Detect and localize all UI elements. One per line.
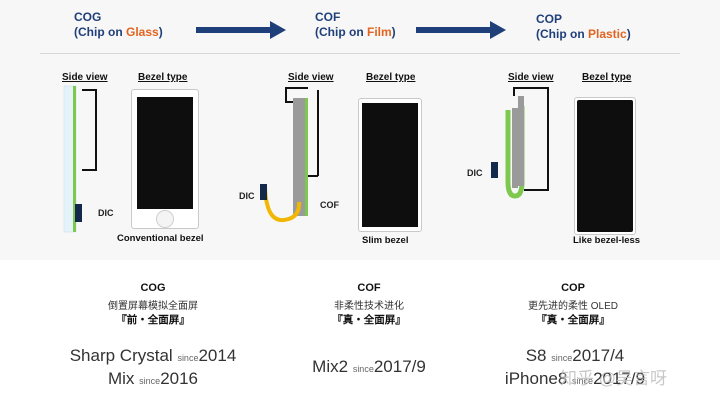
cog-highlight: Glass — [125, 25, 159, 39]
phone-model-line: Mix2 since2017/9 — [266, 357, 472, 377]
phone-model-line: iPhone8 since2017/9 — [472, 369, 678, 389]
phone-date: 2017/9 — [373, 357, 426, 376]
arrow-right-icon — [196, 21, 286, 39]
column-subtitle: 倒置屏幕模拟全面屏 — [108, 301, 198, 312]
cof-highlight: Film — [366, 25, 392, 39]
column-title: COP — [561, 282, 585, 294]
bezel-type-header: Bezel type — [366, 72, 416, 83]
phone-model-line: S8 since2017/4 — [472, 346, 678, 366]
cog-abbr: COG — [74, 10, 102, 24]
since-label: since — [551, 353, 573, 363]
cop-paren-close: ) — [626, 27, 631, 41]
side-view-header: Side view — [62, 72, 108, 83]
since-label: since — [177, 353, 199, 363]
bezel-less-phone — [574, 97, 636, 235]
phone-screen — [577, 100, 633, 232]
phone-date: 2017/4 — [572, 346, 625, 365]
bezel-type-header: Bezel type — [582, 72, 632, 83]
arrow-right-icon — [416, 21, 506, 39]
cog-paren-close: ) — [158, 25, 163, 39]
bezel-type-header: Bezel type — [138, 72, 188, 83]
cof-paren-open: (Chip on — [315, 25, 367, 39]
cog-header: COG (Chip on Glass) — [74, 10, 163, 40]
column-subtitle: 非柔性技术进化 — [334, 301, 404, 312]
cog-side-view-diagram — [63, 85, 97, 233]
cof-label: COF — [320, 200, 339, 210]
phone-date: 2016 — [160, 369, 199, 388]
bezel-caption: Conventional bezel — [117, 233, 204, 244]
column-title: COF — [357, 282, 381, 294]
phone-name: Mix — [107, 369, 135, 388]
phone-model-line: Sharp Crystal since2014 — [50, 346, 256, 366]
watermark: 知乎 @吴言呀 — [560, 369, 667, 388]
bezel-caption: Like bezel-less — [573, 235, 641, 246]
cof-header: COF (Chip on Film) — [315, 10, 396, 40]
cog-paren-open: (Chip on — [74, 25, 126, 39]
phone-date: 2014 — [198, 346, 237, 365]
phone-date: 2017/9 — [593, 369, 646, 388]
phone-screen — [362, 103, 418, 227]
since-label: since — [572, 376, 594, 386]
phone-screen — [137, 97, 193, 209]
column-badge: 『真・全面屏』 — [332, 314, 406, 326]
phone-name: iPhone8 — [504, 369, 568, 388]
dic-label: DIC — [98, 208, 114, 218]
cof-paren-close: ) — [391, 25, 396, 39]
phone-name: Sharp Crystal — [69, 346, 173, 365]
phone-model-line: Mix since2016 — [50, 369, 256, 389]
conventional-bezel-phone — [131, 89, 199, 229]
side-view-header: Side view — [508, 72, 554, 83]
phone-name: S8 — [525, 346, 547, 365]
separator-line — [40, 53, 680, 54]
column-title: COG — [140, 282, 166, 294]
phone-name: Mix2 — [312, 357, 349, 376]
cop-highlight: Plastic — [587, 27, 627, 41]
side-view-header: Side view — [288, 72, 334, 83]
since-label: since — [352, 364, 374, 374]
column-badge: 『前・全面屏』 — [116, 314, 190, 326]
home-button-icon — [156, 210, 174, 228]
cof-abbr: COF — [315, 10, 341, 24]
dic-label: DIC — [239, 191, 255, 201]
column-subtitle: 更先进的柔性 OLED — [527, 301, 618, 312]
since-label: since — [139, 376, 161, 386]
column-badge: 『真・全面屏』 — [536, 314, 610, 326]
cop-side-view-diagram — [491, 87, 549, 199]
bezel-caption: Slim bezel — [362, 235, 409, 246]
cof-side-view-diagram — [260, 87, 319, 223]
cop-header: COP (Chip on Plastic) — [536, 12, 631, 42]
slim-bezel-phone — [358, 98, 422, 232]
cop-abbr: COP — [536, 12, 563, 26]
dic-label: DIC — [467, 168, 483, 178]
cop-paren-open: (Chip on — [536, 27, 588, 41]
